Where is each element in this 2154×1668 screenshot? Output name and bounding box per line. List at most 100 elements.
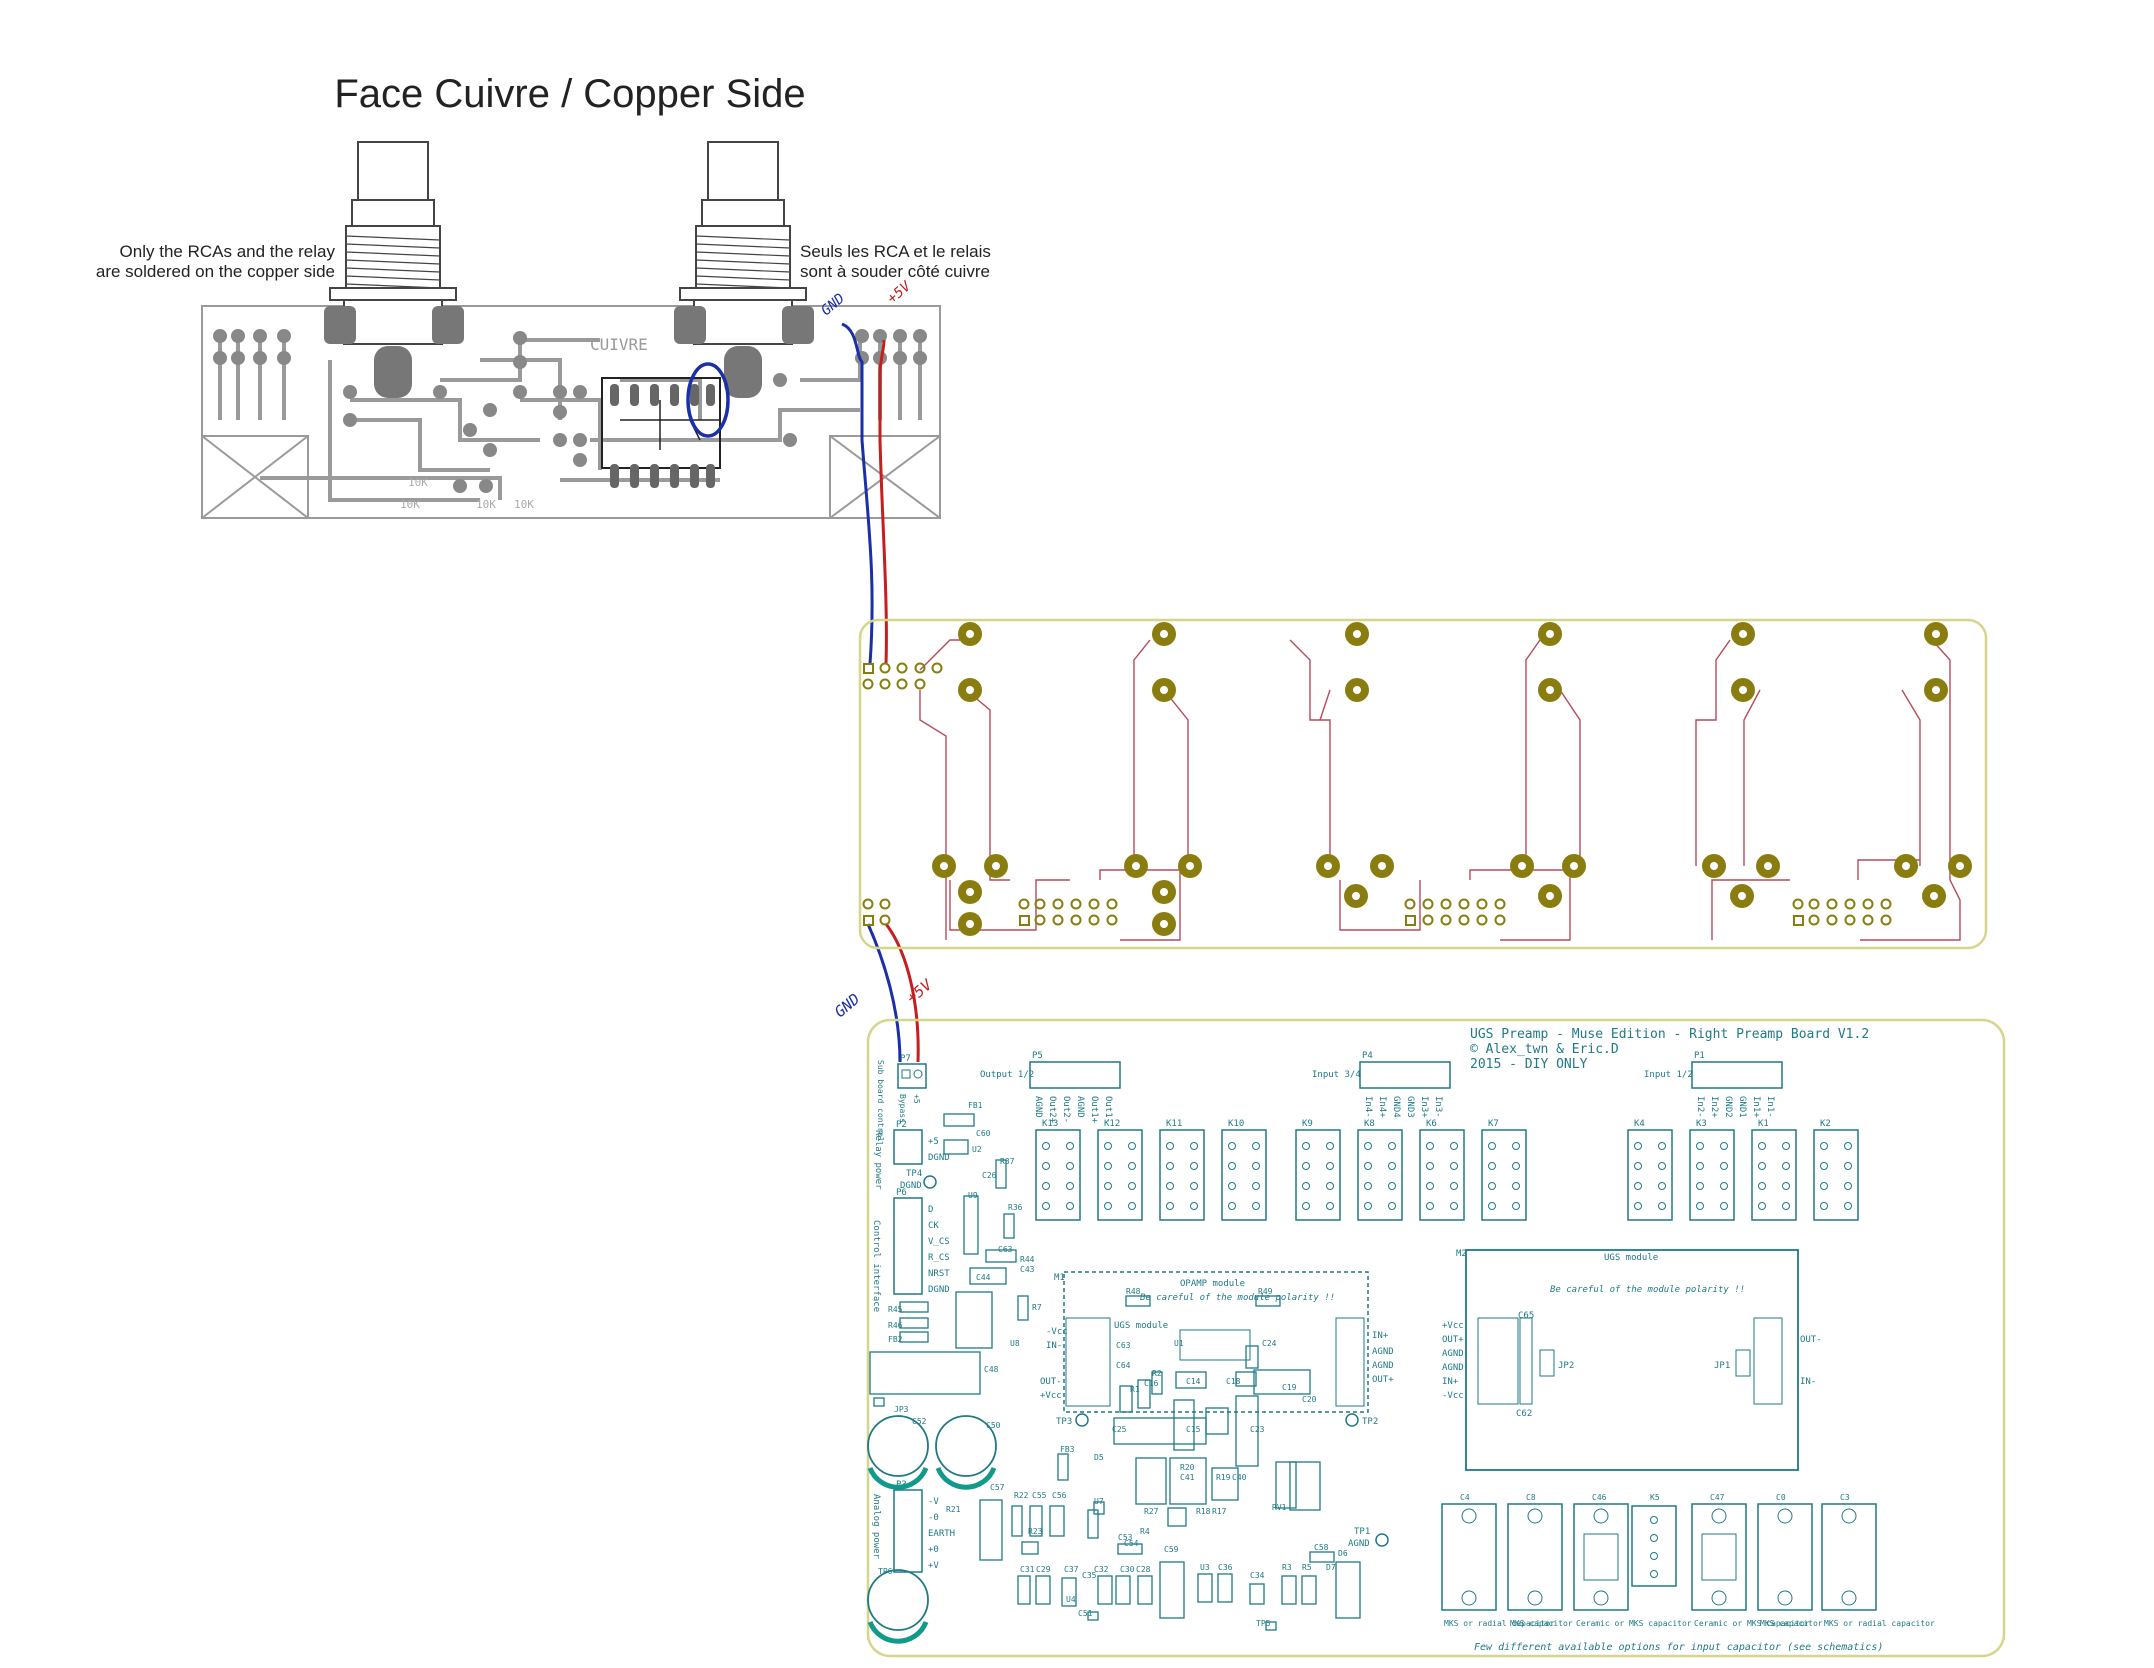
relay-label: K2 xyxy=(1820,1119,1831,1129)
sub-board-small-pads xyxy=(862,662,1892,926)
svg-text:OUT+: OUT+ xyxy=(1372,1375,1394,1385)
relay-k9: K9 xyxy=(1295,1119,1341,1221)
component-ref: JP3 xyxy=(894,1405,909,1414)
relay-k12: K12 xyxy=(1097,1119,1143,1221)
component-ref: R2 xyxy=(1152,1369,1162,1378)
gnd-label-top: GND xyxy=(818,291,848,320)
svg-text:Sub board control: Sub board control xyxy=(876,1060,885,1142)
svg-text:GND4: GND4 xyxy=(1391,1096,1401,1118)
svg-text:Control interface: Control interface xyxy=(871,1220,881,1312)
input-cap-desc: MKS or radial capacitor xyxy=(1444,1619,1555,1628)
svg-text:IN+: IN+ xyxy=(1372,1331,1389,1341)
note-fr-line1: Seuls les RCA et le relais xyxy=(800,242,991,261)
copper-side-note-fr: Seuls les RCA et le relais sont à souder… xyxy=(800,242,1100,282)
rca-left-center-pad xyxy=(374,346,412,398)
component-ref: C59 xyxy=(1164,1545,1179,1554)
component-ref: C54 xyxy=(1124,1539,1139,1548)
component-ref: C55 xyxy=(1032,1491,1047,1500)
svg-text:DGND: DGND xyxy=(928,1153,950,1163)
component-ref: C44 xyxy=(976,1273,991,1282)
svg-text:+V: +V xyxy=(928,1561,939,1571)
svg-text:IN+: IN+ xyxy=(1442,1377,1459,1387)
plus5v-wire-lower xyxy=(884,923,920,1063)
component-ref: C43 xyxy=(1020,1265,1035,1274)
component-ref: U1 xyxy=(1174,1339,1184,1348)
main-board-outline xyxy=(866,1018,2006,1658)
component-ref: C31 xyxy=(1020,1565,1035,1574)
svg-text:AGND: AGND xyxy=(1372,1347,1394,1357)
svg-text:Input 1/2: Input 1/2 xyxy=(1644,1070,1693,1080)
relay-label: K10 xyxy=(1228,1119,1244,1129)
svg-text:R_CS: R_CS xyxy=(928,1253,950,1263)
svg-text:EARTH: EARTH xyxy=(928,1529,955,1539)
test-points: TP4 DGND TP3 TP2 TP1 AGND xyxy=(900,1169,1389,1549)
svg-text:NRST: NRST xyxy=(928,1269,950,1279)
component-ref: R22 xyxy=(1014,1491,1029,1500)
component-ref: C64 xyxy=(1116,1361,1131,1370)
copper-resistor-labels: 10K 10K 10K 10K xyxy=(400,476,534,511)
svg-text:TP4: TP4 xyxy=(906,1169,922,1179)
svg-text:P1: P1 xyxy=(1694,1051,1705,1061)
svg-text:P6: P6 xyxy=(896,1188,907,1198)
svg-text:AGND: AGND xyxy=(1075,1096,1085,1118)
component-ref: R7 xyxy=(1032,1303,1042,1312)
component-ref: R20 xyxy=(1180,1463,1195,1472)
svg-text:Relay power: Relay power xyxy=(873,1130,883,1190)
svg-text:P4: P4 xyxy=(1362,1051,1373,1061)
component-ref: R4 xyxy=(1140,1527,1150,1536)
svg-text:Bypass: Bypass xyxy=(898,1094,907,1123)
relay-k10: K10 xyxy=(1221,1119,1267,1221)
component-ref: TP5 xyxy=(1256,1619,1271,1628)
sub-board xyxy=(858,618,1988,950)
connector-p2: P2 Relay power +5 DGND xyxy=(873,1120,950,1190)
svg-text:TP2: TP2 xyxy=(1362,1417,1378,1427)
input-cap-ref: C47 xyxy=(1710,1493,1725,1502)
component-ref: D6 xyxy=(1338,1549,1348,1558)
sub-board-outline xyxy=(858,618,1988,950)
copper-board-label: CUIVRE xyxy=(590,335,648,354)
component-ref: C52 xyxy=(912,1417,927,1426)
svg-text:-V: -V xyxy=(928,1497,939,1507)
relay-k2: K2 xyxy=(1813,1119,1859,1221)
relay-k1: K1 xyxy=(1751,1119,1797,1221)
component-ref: FB3 xyxy=(1060,1445,1075,1454)
input-cap-ref: C4 xyxy=(1460,1493,1470,1502)
component-ref: R36 xyxy=(1008,1203,1023,1212)
component-ref: C35 xyxy=(1082,1571,1097,1580)
svg-text:-0: -0 xyxy=(928,1513,939,1523)
component-ref: C48 xyxy=(984,1365,999,1374)
relay-label: K12 xyxy=(1104,1119,1120,1129)
component-ref: U2 xyxy=(972,1145,982,1154)
component-ref: FB1 xyxy=(968,1101,983,1110)
component-ref: R17 xyxy=(1212,1507,1227,1516)
svg-text:C62: C62 xyxy=(1516,1409,1532,1419)
input-cap-note: Few different available options for inpu… xyxy=(1474,1642,1883,1653)
svg-text:AGND: AGND xyxy=(1442,1349,1464,1359)
ugs-module: M2 UGS module Be careful of the module p… xyxy=(1442,1249,1822,1471)
connector-p3: P3 Analog power -V -0 EARTH +0 +V xyxy=(871,1480,955,1573)
svg-text:JP2: JP2 xyxy=(1558,1361,1574,1371)
component-ref: R3 xyxy=(1282,1563,1292,1572)
relay-k4: K4 xyxy=(1627,1119,1673,1221)
wires xyxy=(841,322,920,1063)
svg-text:DGND: DGND xyxy=(900,1181,922,1191)
relay-label: K9 xyxy=(1302,1119,1313,1129)
svg-text:AGND: AGND xyxy=(1442,1363,1464,1373)
rca-left-pad-b xyxy=(432,306,464,344)
relay-footprint xyxy=(601,377,721,488)
svg-text:P2: P2 xyxy=(896,1120,907,1130)
component-ref: C57 xyxy=(990,1483,1005,1492)
connector-p1: P1 Input 1/2 In2- In2+ GND2 GND1 In1+ In… xyxy=(1644,1051,1783,1118)
relay-label: K13 xyxy=(1042,1119,1058,1129)
svg-text:TP3: TP3 xyxy=(1056,1417,1072,1427)
component-ref: C24 xyxy=(1262,1339,1277,1348)
component-ref: R37 xyxy=(1000,1157,1015,1166)
svg-text:M1: M1 xyxy=(1054,1273,1065,1283)
component-ref: U9 xyxy=(968,1191,978,1200)
component-ref: C34 xyxy=(1250,1571,1265,1580)
svg-text:10K: 10K xyxy=(400,498,420,511)
component-ref: C51 xyxy=(1078,1609,1093,1618)
